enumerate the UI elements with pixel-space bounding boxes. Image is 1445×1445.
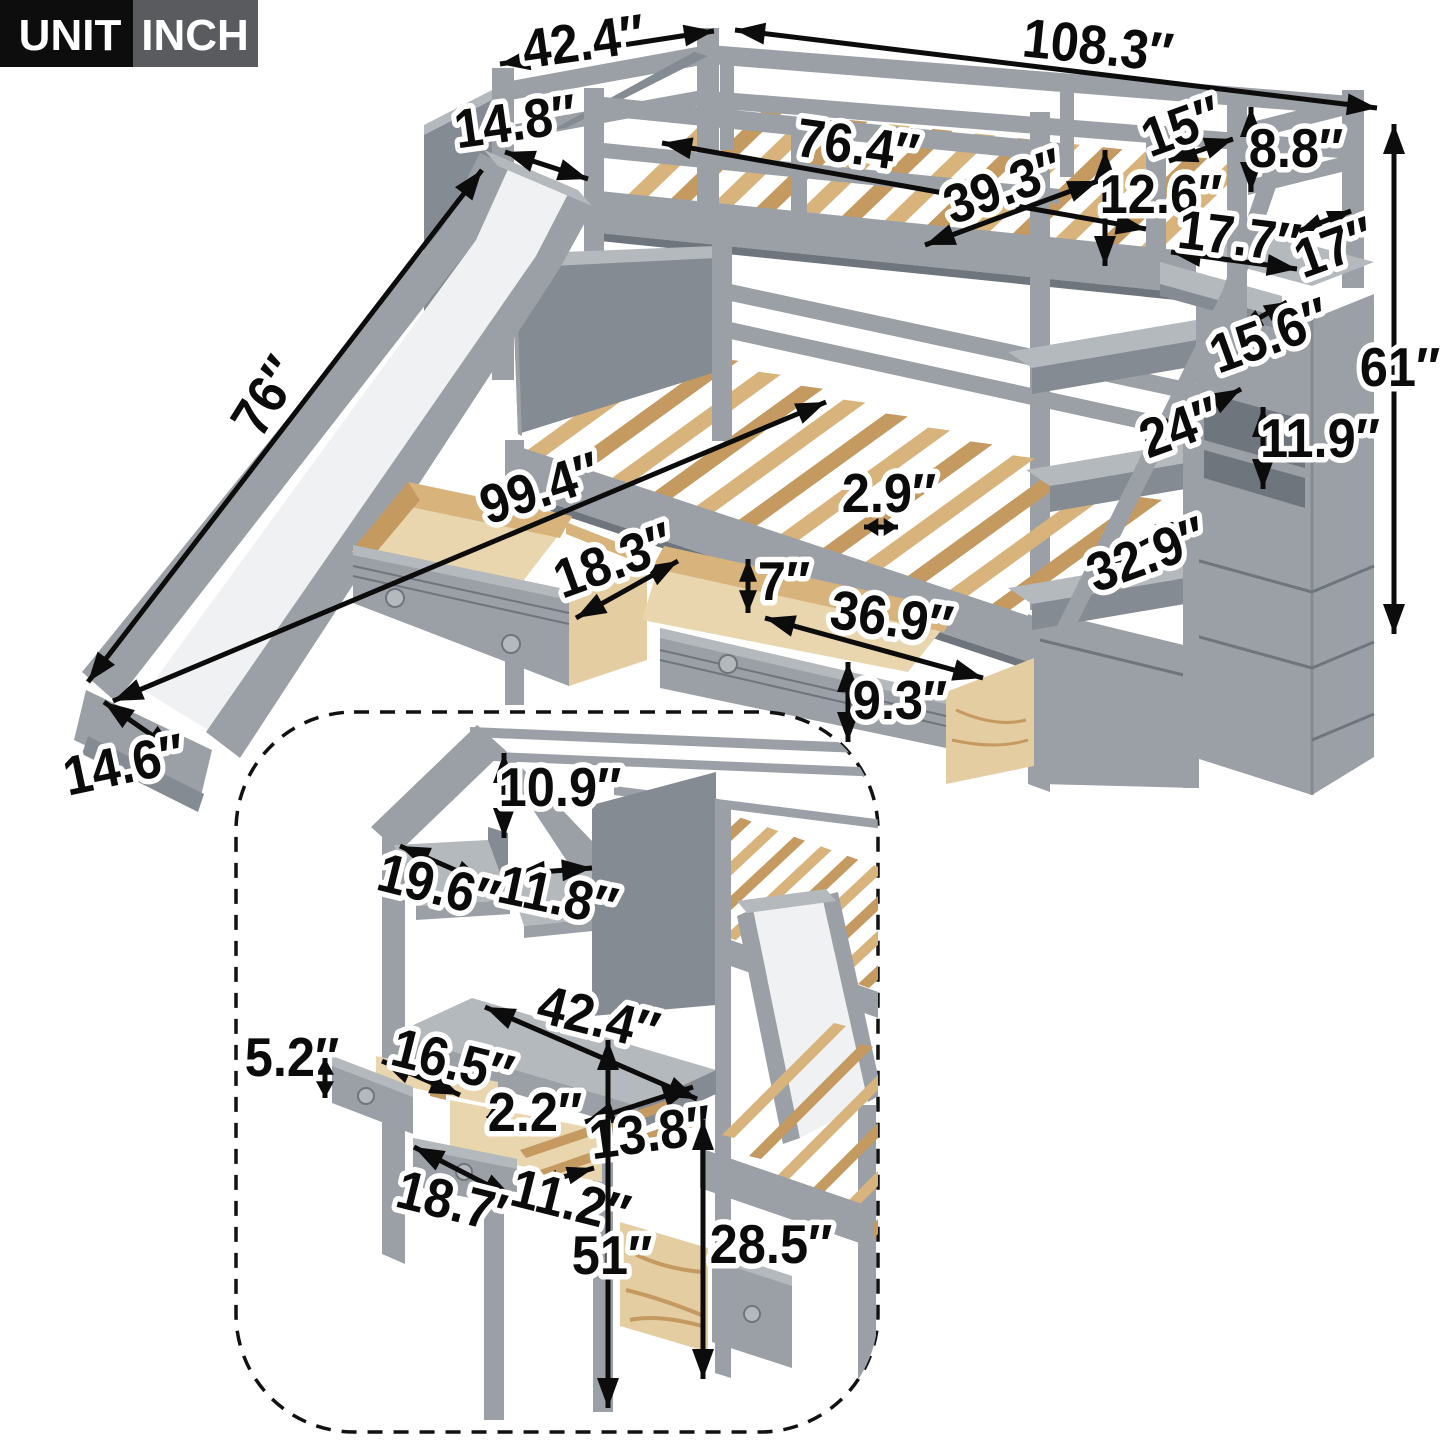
- svg-text:17.7″: 17.7″: [1175, 199, 1304, 275]
- svg-text:9.3″: 9.3″: [853, 670, 948, 731]
- svg-text:11.9″: 11.9″: [1260, 408, 1380, 469]
- svg-text:5.2″: 5.2″: [245, 1027, 340, 1088]
- svg-text:2.2″: 2.2″: [488, 1082, 583, 1143]
- svg-text:61″: 61″: [1360, 337, 1441, 398]
- svg-text:2.9″: 2.9″: [842, 463, 937, 524]
- svg-text:7″: 7″: [758, 551, 810, 612]
- svg-text:8.8″: 8.8″: [1249, 118, 1344, 179]
- svg-text:108.3″: 108.3″: [1020, 7, 1176, 84]
- svg-text:12.6″: 12.6″: [1100, 164, 1223, 225]
- svg-text:51″: 51″: [572, 1225, 653, 1286]
- svg-text:28.5″: 28.5″: [710, 1214, 833, 1275]
- svg-text:INCH: INCH: [141, 11, 249, 60]
- svg-text:10.9″: 10.9″: [499, 757, 622, 818]
- svg-text:UNIT: UNIT: [19, 11, 122, 60]
